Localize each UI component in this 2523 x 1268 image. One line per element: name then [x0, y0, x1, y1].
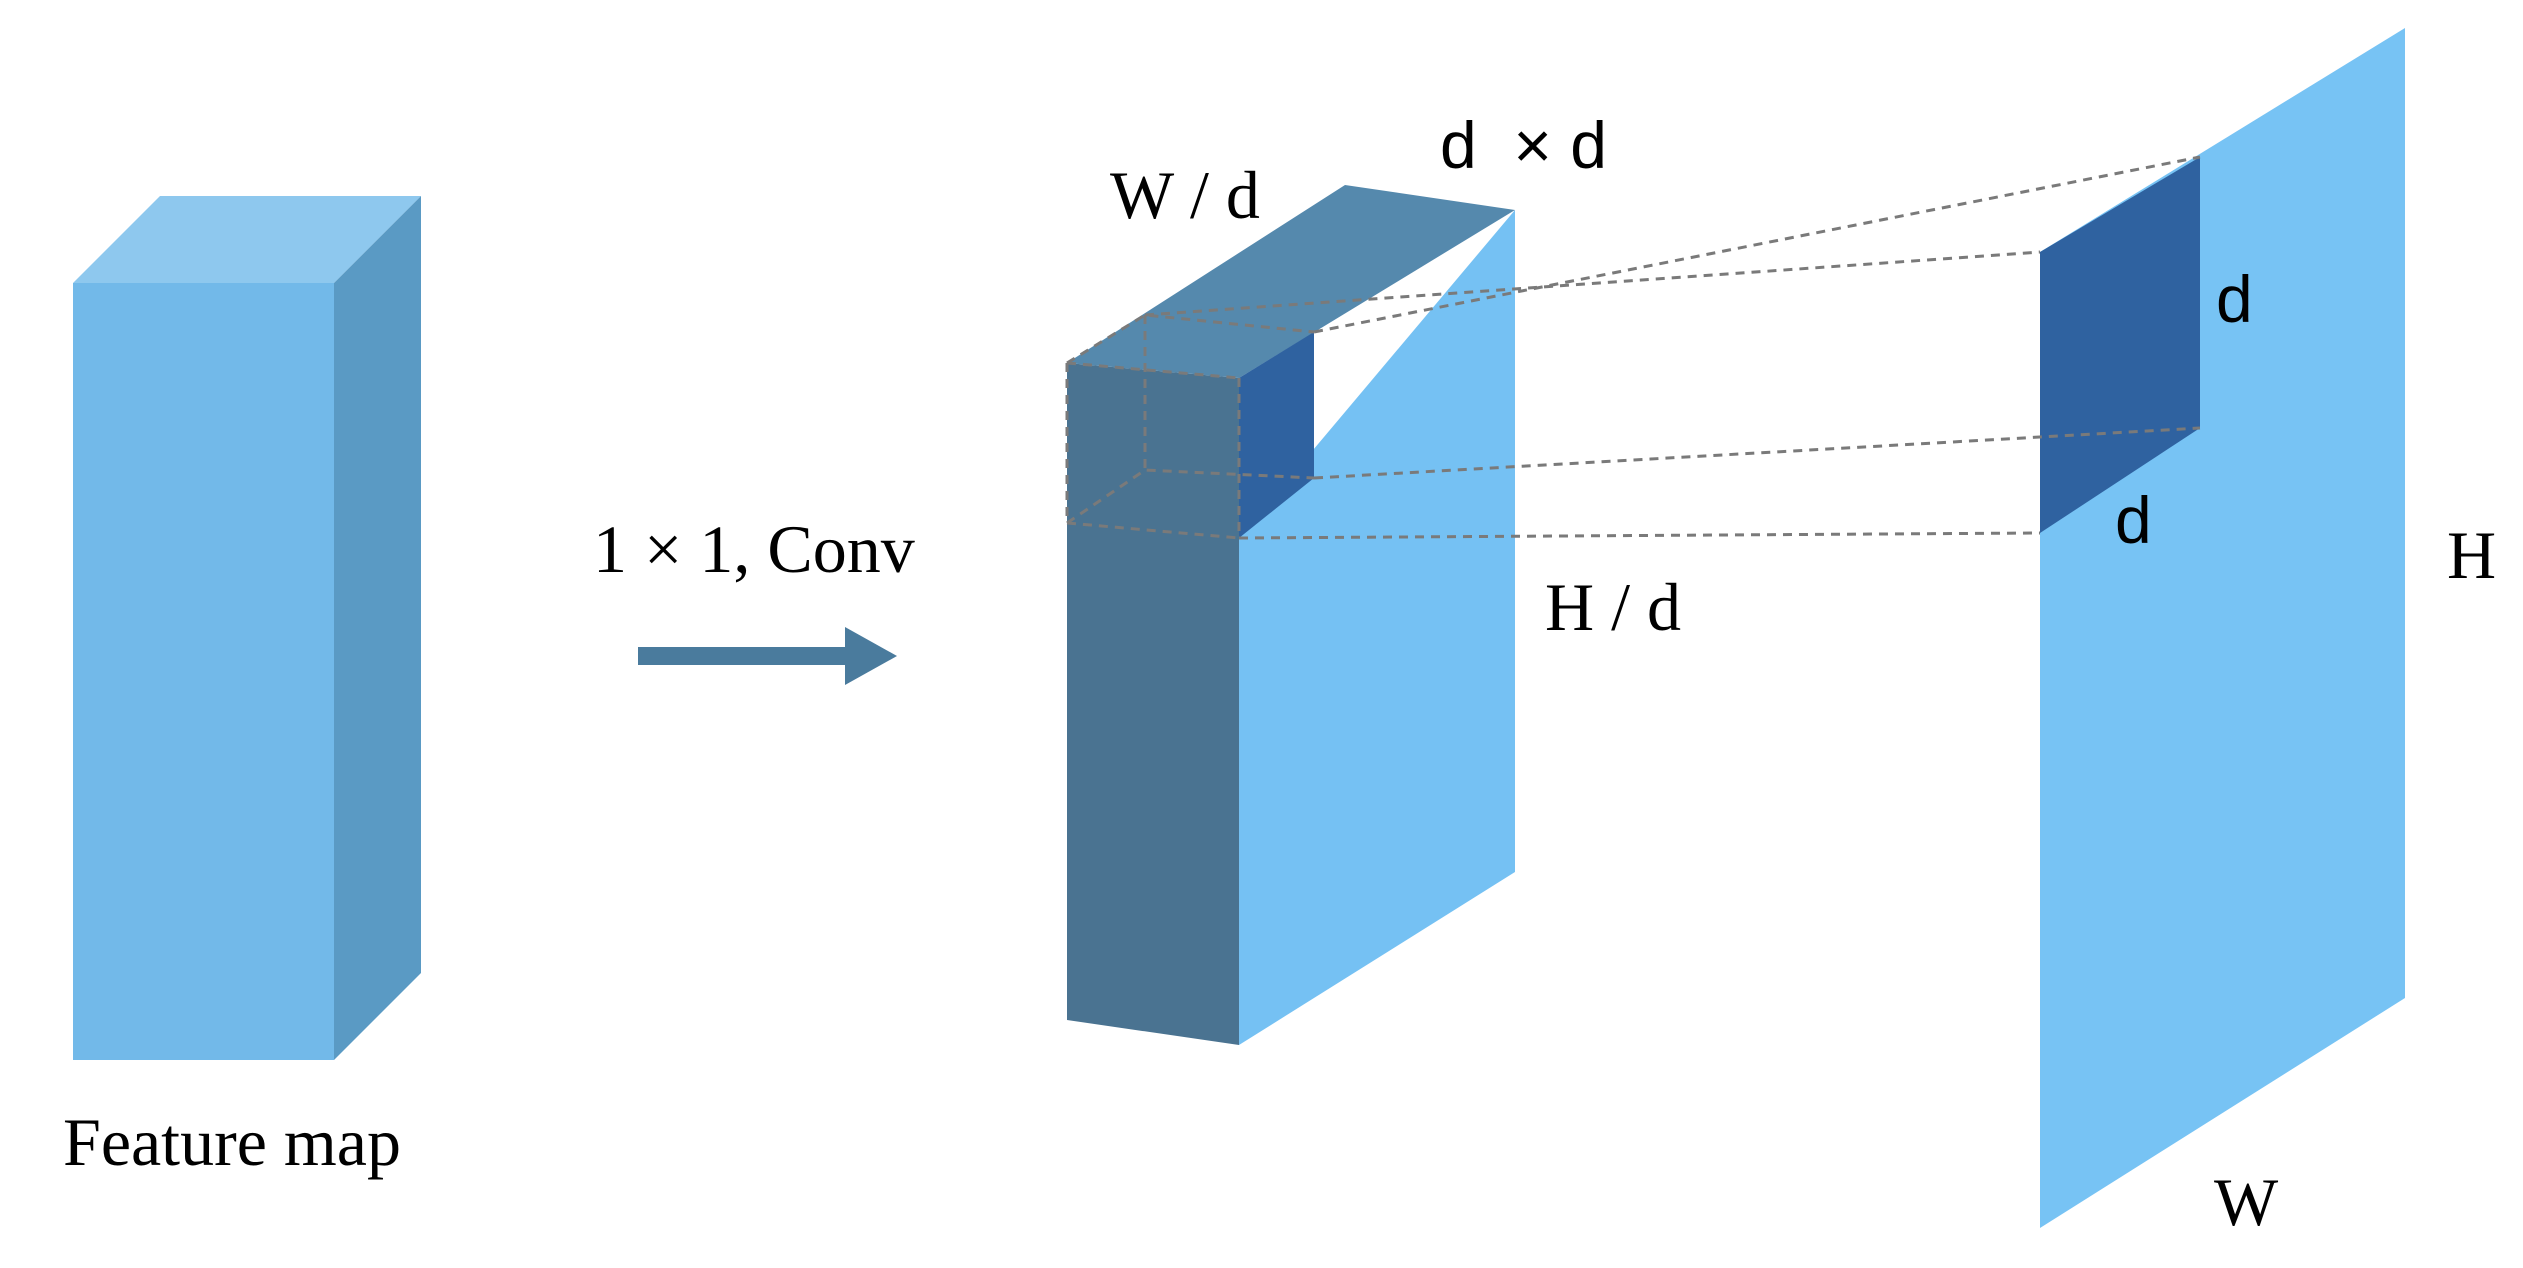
plane-width-label: W	[2214, 1164, 2279, 1240]
feature-map-box	[73, 196, 421, 1060]
block-front-face	[1067, 363, 1239, 1045]
block-top-face	[1067, 185, 1515, 378]
right-arrow-icon	[638, 627, 897, 685]
output-plane	[2040, 28, 2405, 1228]
conv-operation-label: 1 × 1, Conv	[593, 511, 915, 587]
block-right-face	[1239, 210, 1515, 1045]
cell-wireframe	[1065, 313, 1315, 540]
highlighted-cell-face	[1239, 332, 1314, 538]
patch-width-label: d	[2115, 483, 2152, 557]
feature-map-front-face	[73, 283, 334, 1060]
plane-height-label: H	[2447, 517, 2496, 593]
block-width-label: W / d	[1110, 157, 1260, 233]
feature-map-top-face	[73, 196, 421, 283]
projection-lines	[1144, 155, 2201, 540]
plane-patch	[2040, 157, 2200, 533]
block-height-label: H / d	[1545, 569, 1681, 645]
patch-height-label: d	[2216, 262, 2253, 336]
conv-output-block	[1065, 185, 1515, 1045]
feature-map-side-face	[334, 196, 421, 1060]
block-depth-label: d × d	[1440, 108, 1607, 182]
feature-map-label: Feature map	[63, 1104, 401, 1180]
plane-face	[2040, 28, 2405, 1228]
